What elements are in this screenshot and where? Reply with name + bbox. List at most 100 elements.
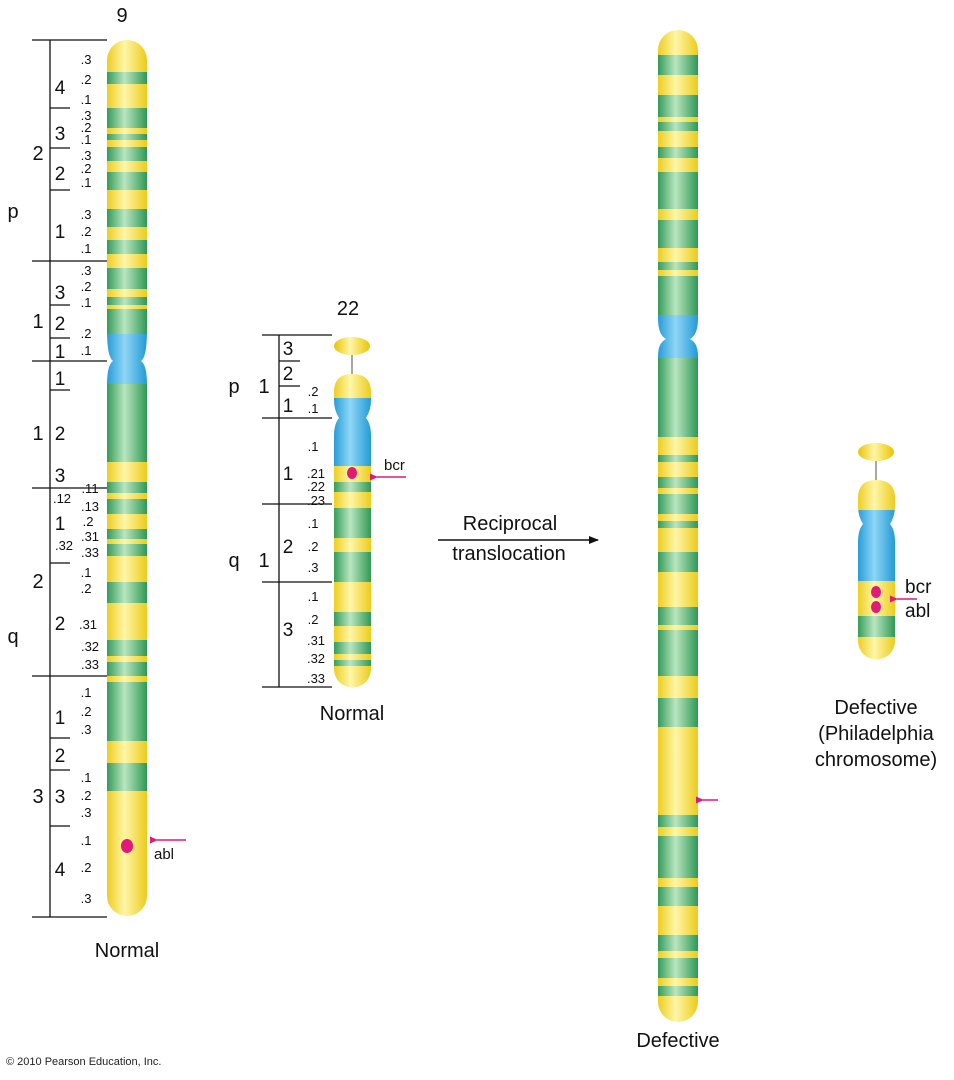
chromosome-band bbox=[658, 785, 698, 816]
chromosome-band bbox=[658, 276, 698, 316]
chr9-band: 4 bbox=[55, 78, 66, 99]
chromosome-band bbox=[107, 209, 147, 228]
chromosome-band bbox=[658, 131, 698, 148]
chr9-sub-band: .3 bbox=[81, 148, 92, 163]
chr9-sub-band: .1 bbox=[81, 92, 92, 107]
chr9-title: 9 bbox=[116, 5, 127, 27]
chr22-band: 3 bbox=[283, 339, 294, 360]
chr9-sub-band: .1 bbox=[81, 295, 92, 310]
chromosome-band bbox=[658, 815, 698, 828]
chr9-sub-band: .12 bbox=[53, 491, 71, 506]
chr9-region: 3 bbox=[32, 786, 43, 808]
chromosome-band bbox=[658, 625, 698, 631]
chr9-sub-band: .32 bbox=[81, 639, 99, 654]
chromosome-band bbox=[107, 662, 147, 677]
philadelphia-bcr-label: bcr bbox=[905, 577, 932, 598]
chromosome-band bbox=[107, 240, 147, 255]
chr9-band-numbers: 4 3 2 1 3 2 1 1 2 3 1 2 1 2 3 4 bbox=[55, 78, 66, 881]
chr9-sub-band: .1 bbox=[81, 343, 92, 358]
chr9-sub-band: .2 bbox=[81, 72, 92, 87]
chromosome-band bbox=[107, 297, 147, 306]
chromosome-band bbox=[107, 763, 147, 792]
copyright-notice: © 2010 Pearson Education, Inc. bbox=[6, 1056, 162, 1068]
chr9-sub-band: .1 bbox=[81, 175, 92, 190]
chromosome-band bbox=[658, 878, 698, 888]
chromosome-9-group: 9 p q 2 1 1 2 3 4 bbox=[7, 5, 186, 962]
chr9-sub-band: .2 bbox=[81, 704, 92, 719]
chr9-sub-band: .1 bbox=[81, 833, 92, 848]
chr22-sub-band: .33 bbox=[307, 671, 325, 686]
chromosome-band bbox=[334, 482, 371, 493]
chromosome-band bbox=[658, 172, 698, 210]
chromosome-band bbox=[658, 552, 698, 573]
chromosome-band bbox=[334, 582, 371, 613]
chromosome-band bbox=[107, 40, 147, 73]
chromosome-band bbox=[107, 741, 147, 764]
chromosome-band bbox=[334, 508, 371, 539]
chromosome-band bbox=[107, 493, 147, 500]
chr22-band: 1 bbox=[283, 464, 294, 485]
chromosome-band bbox=[107, 268, 147, 290]
chromosome-band bbox=[334, 612, 371, 627]
philadelphia-bcr-marker bbox=[871, 586, 881, 598]
chromosome-band bbox=[107, 603, 147, 641]
chromosome-band bbox=[658, 488, 698, 495]
chr22-region: 1 bbox=[258, 550, 269, 572]
chr22-band: 1 bbox=[283, 396, 294, 417]
chr9-band: 2 bbox=[55, 424, 66, 445]
chromosome-band bbox=[658, 630, 698, 642]
arrow-label-line2: translocation bbox=[452, 543, 565, 565]
chr9-sub-band: .2 bbox=[81, 326, 92, 341]
chr9-region: 1 bbox=[32, 423, 43, 445]
chr9-sub-band: .1 bbox=[81, 685, 92, 700]
chr9-band: 2 bbox=[55, 164, 66, 185]
chr9-sub-band: .3 bbox=[81, 805, 92, 820]
chromosome-band bbox=[658, 986, 698, 997]
chr9-band: 1 bbox=[55, 369, 66, 390]
chromosome-band bbox=[107, 334, 147, 385]
chromosome-band bbox=[658, 209, 698, 221]
chromosome-band bbox=[334, 654, 371, 661]
chromosome-band bbox=[334, 374, 371, 399]
chromosome-band bbox=[658, 455, 698, 463]
chr22-sub-band: .1 bbox=[308, 401, 319, 416]
chr9-sub-band: .1 bbox=[81, 770, 92, 785]
chr9-band-brackets bbox=[32, 39, 107, 918]
chr9-sub-bands-p: .3 .2 .1 .3 .2 .1 .3 .2 .1 .3 .2 .1 .3 .… bbox=[81, 52, 92, 358]
chromosome-band bbox=[107, 529, 147, 540]
chromosome-band bbox=[107, 190, 147, 210]
chr22-satellite bbox=[334, 337, 370, 355]
chr22-band-brackets bbox=[262, 334, 332, 688]
chromosome-band bbox=[658, 528, 698, 553]
chromosome-band bbox=[334, 398, 371, 467]
chromosome-band bbox=[658, 477, 698, 489]
chr9-sub-band: .31 bbox=[81, 529, 99, 544]
chr9-band: 4 bbox=[55, 860, 66, 881]
chromosome-band bbox=[107, 676, 147, 683]
chromosome-band bbox=[107, 128, 147, 135]
chr9-band: 1 bbox=[55, 222, 66, 243]
chromosome-band bbox=[107, 309, 147, 335]
chr9-band: 1 bbox=[55, 342, 66, 363]
chr9-band: 3 bbox=[55, 124, 66, 145]
chr22-sub-band: .2 bbox=[308, 384, 319, 399]
chr9-band: 1 bbox=[55, 514, 66, 535]
chr9-sub-band: .3 bbox=[81, 722, 92, 737]
defective-caption: Defective bbox=[636, 1030, 719, 1052]
chromosome-band bbox=[658, 951, 698, 959]
chromosome-band bbox=[658, 95, 698, 118]
chr9-sub-band: .2 bbox=[81, 224, 92, 239]
chromosome-band bbox=[658, 75, 698, 96]
chr22-band: 2 bbox=[283, 537, 294, 558]
chromosome-band bbox=[658, 30, 698, 56]
chromosome-band bbox=[658, 727, 698, 786]
chr9-sub-band: .1 bbox=[81, 565, 92, 580]
chr9-sub-band: .31 bbox=[79, 617, 97, 632]
chr22-caption: Normal bbox=[320, 703, 384, 725]
chr22-sub-band: .2 bbox=[308, 612, 319, 627]
chromosome-band bbox=[858, 510, 895, 582]
chromosome-band bbox=[107, 161, 147, 173]
chromosome-band bbox=[658, 996, 698, 1022]
chromosome-22-group: 22 p q 1 1 3 2 1 1 2 3 .2 .1 .1 bbox=[228, 298, 406, 725]
chromosome-band bbox=[107, 514, 147, 530]
